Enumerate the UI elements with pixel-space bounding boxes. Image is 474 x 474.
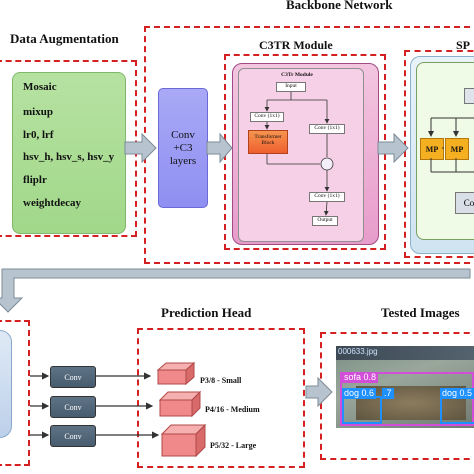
detection-label-dog-2: .7 — [382, 388, 394, 399]
arrow-backbone-to-neck — [0, 268, 471, 313]
conv-c3-block: Conv +C3 layers — [158, 88, 208, 208]
detection-box-sofa — [340, 372, 474, 426]
c3tr-input-box: Input — [276, 82, 306, 92]
pred-head-large: P5/32 - Large — [210, 441, 257, 450]
backbone-title: Backbone Network — [286, 0, 393, 12]
pred-block-medium — [158, 390, 202, 418]
c3tr-conv-b: Conv (1x1) — [309, 124, 345, 134]
pred-block-large — [160, 423, 207, 458]
prediction-title: Prediction Head — [161, 305, 252, 320]
aug-item-fliplr: fliplr — [23, 174, 47, 186]
aug-item-lr: lr0, lrf — [23, 129, 54, 141]
spp-region — [404, 50, 474, 258]
c3tr-connectors — [264, 92, 334, 216]
arrow-conv-to-c3tr — [206, 132, 233, 164]
aug-item-mixup: mixup — [23, 106, 53, 118]
conv-c3-line2: +C3 layers — [169, 141, 197, 167]
mp-block-1: MP — [420, 138, 444, 160]
c3tr-module-inner — [238, 68, 364, 242]
spp-conv-block: Co — [455, 192, 474, 214]
c3tr-inner-title: C3Tr Module — [281, 72, 313, 78]
image-top-strip — [336, 346, 474, 360]
detection-label-dog-3: dog 0.5 — [440, 388, 474, 399]
c3tr-title: C3TR Module — [259, 38, 333, 52]
pred-conv-3: Conv — [50, 425, 96, 447]
aug-item-mosaic: Mosaic — [23, 81, 57, 93]
pred-head-medium: P4/16 - Medium — [205, 405, 260, 414]
c3tr-conv-c: Conv (1x1) — [309, 192, 345, 202]
aug-item-hsv: hsv_h, hsv_s, hsv_y — [23, 151, 115, 163]
neck-region — [0, 320, 30, 466]
arrow-prediction-to-tested — [305, 376, 333, 408]
pred-head-small: P3/8 - Small — [200, 376, 242, 385]
arrow-c3tr-to-spp — [377, 132, 409, 164]
tested-title: Tested Images — [381, 305, 460, 320]
image-filename: 000633.jpg — [338, 347, 378, 356]
arrow-aug-to-conv — [124, 132, 157, 164]
prediction-region — [137, 328, 305, 468]
tested-image: 000633.jpg sofa 0.8 dog 0.6 .7 dog 0.5 — [336, 346, 474, 428]
pred-block-small — [156, 361, 196, 386]
conv-c3-line1: Conv — [171, 128, 195, 141]
pred-conv-2: Conv — [50, 396, 96, 418]
c3tr-transformer-block: Transformer Block — [248, 130, 288, 154]
spp-connectors — [428, 117, 474, 173]
detection-label-sofa: sofa 0.8 — [342, 372, 379, 383]
c3tr-conv-a: Conv (1x1) — [250, 112, 284, 122]
augmentation-title: Data Augmentation — [10, 31, 119, 46]
neck-conv-arrows — [30, 372, 160, 439]
c3tr-output-box: Output — [312, 216, 338, 226]
pred-conv-1: Conv — [50, 366, 96, 388]
mp-block-2: MP — [445, 138, 469, 160]
detection-label-dog-1: dog 0.6 — [342, 388, 377, 399]
spp-title: SP — [456, 38, 471, 52]
augmentation-box: Mosaic mixup lr0, lrf hsv_h, hsv_s, hsv_… — [12, 72, 126, 234]
aug-item-weightdecay: weightdecay — [23, 197, 82, 209]
spp-small-box-top — [464, 88, 474, 104]
